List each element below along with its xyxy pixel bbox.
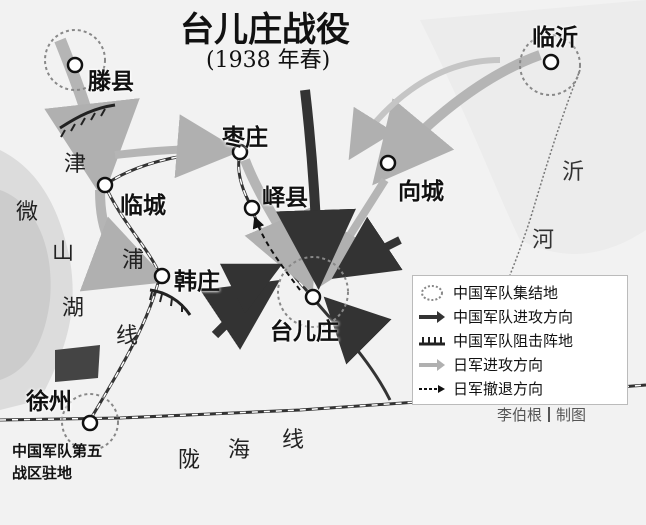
railway-label-pu: 浦 xyxy=(122,248,145,273)
river-label-he: 河 xyxy=(532,228,555,253)
assembly-area-xuzhou xyxy=(61,393,119,451)
railway-label-hai: 海 xyxy=(228,438,251,463)
city-label-xiangcheng: 向城 xyxy=(398,179,444,205)
city-label-taierzhuang: 台儿庄 xyxy=(270,319,339,345)
river-label-yi: 沂 xyxy=(562,160,585,185)
map-subtitle: (1938 年春) xyxy=(206,48,331,73)
blocking-position-hanzhuang xyxy=(149,288,192,316)
lake-label-shan: 山 xyxy=(52,240,75,265)
railway-label-xian: 线 xyxy=(116,324,139,349)
lake-label-wei: 微 xyxy=(16,200,39,225)
legend-row-assembly: 中国军队集结地 xyxy=(413,282,627,304)
credit-author: 李伯根 xyxy=(497,406,543,424)
city-label-xuzhou: 徐州 xyxy=(26,389,72,415)
city-label-zaozhuang: 枣庄 xyxy=(222,125,268,151)
legend-label: 中国军队集结地 xyxy=(453,284,559,302)
chinese-attack-arrow-east xyxy=(331,216,403,279)
lake-label-hu: 湖 xyxy=(62,296,85,321)
japanese-attack-arrow-zaozhuang xyxy=(114,114,241,179)
credit-role: 制图 xyxy=(556,406,587,424)
city-markers xyxy=(66,53,560,432)
map-title: 台儿庄战役 xyxy=(180,10,350,50)
assembly-area-taierzhuang xyxy=(277,256,349,328)
legend-label: 日军进攻方向 xyxy=(453,356,544,374)
japanese-attack-arrow-east xyxy=(348,57,501,161)
legend-label: 日军撤退方向 xyxy=(453,380,544,398)
dark-arrow-icon xyxy=(419,311,445,323)
japanese-attack-arrow-linyi xyxy=(372,50,542,186)
japanese-attack-arrow-lincheng xyxy=(79,189,169,292)
yi-river xyxy=(509,69,581,276)
japanese-attack-arrow-north xyxy=(44,37,140,199)
legend: 中国军队集结地 中国军队进攻方向 中国军队阻击阵地 日军进攻方向 xyxy=(412,275,628,405)
hq-note-line2: 战区驻地 xyxy=(12,464,73,482)
railway-label-jin: 津 xyxy=(64,152,87,177)
railway-label-long: 陇 xyxy=(178,448,201,473)
railway-label-xian2: 线 xyxy=(282,428,305,453)
japanese-retreat-arrow xyxy=(252,216,301,291)
blocking-position-tengxian xyxy=(59,103,116,130)
legend-row-blocking: 中国军队阻击阵地 xyxy=(413,330,627,352)
dashed-arrow-icon xyxy=(419,385,445,393)
longhai-railway-dash xyxy=(0,384,646,421)
chinese-attack-arrow-north xyxy=(276,89,356,290)
city-label-yixian: 峄县 xyxy=(262,185,308,211)
assembly-area-tengxian xyxy=(44,29,106,91)
legend-row-japanese-retreat: 日军撤退方向 xyxy=(413,378,627,400)
dotted-circle-icon xyxy=(421,285,443,301)
city-label-linyi: 临沂 xyxy=(532,25,578,51)
map-credit: 李伯根制图 xyxy=(497,404,586,425)
hq-note-line1: 中国军队第五 xyxy=(12,442,103,460)
legend-row-chinese-attack: 中国军队进攻方向 xyxy=(413,306,627,328)
city-label-hanzhuang: 韩庄 xyxy=(174,269,220,295)
blocking-line-icon xyxy=(419,337,445,346)
credit-separator xyxy=(548,407,551,422)
weishan-lake xyxy=(0,190,51,380)
jinpu-railway-dash xyxy=(74,64,161,421)
gray-arrow-icon xyxy=(419,359,445,371)
city-label-lincheng: 临城 xyxy=(120,193,166,219)
legend-row-japanese-attack: 日军进攻方向 xyxy=(413,354,627,376)
chinese-attack-arrow-west-2 xyxy=(219,263,283,314)
assembly-area-linyi xyxy=(519,34,581,96)
chinese-attack-arrow-south xyxy=(323,296,392,365)
terrain-block xyxy=(55,345,100,382)
city-label-tengxian: 滕县 xyxy=(88,69,134,95)
legend-label: 中国军队阻击阵地 xyxy=(453,332,574,350)
legend-label: 中国军队进攻方向 xyxy=(453,308,574,326)
